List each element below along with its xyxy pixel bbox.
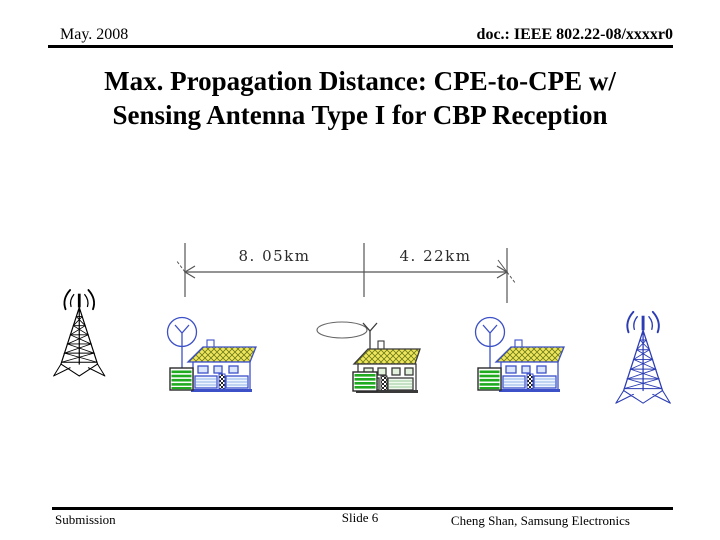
footer-rule [52, 507, 673, 510]
base-station-tower-right-icon [612, 307, 680, 408]
footer-author: Cheng Shan, Samsung Electronics [450, 513, 630, 528]
cpe-house-loop-antenna-left-icon [163, 316, 258, 396]
cpe-house-loop-antenna-right-icon [471, 316, 566, 396]
slide-title-line1: Max. Propagation Distance: CPE-to-CPE w/ [104, 66, 616, 96]
header-doc-id: doc.: IEEE 802.22-08/xxxxr0 [476, 26, 673, 43]
cpe-house-omni-antenna-middle-icon [316, 321, 421, 393]
slide-title: Max. Propagation Distance: CPE-to-CPE w/… [0, 64, 720, 132]
distance-label-left: 8. 05km [238, 247, 311, 265]
footer-submission: Submission [55, 512, 116, 527]
slide-title-line2: Sensing Antenna Type I for CBP Reception [112, 100, 608, 130]
base-station-tower-left-icon [50, 286, 114, 380]
distance-measure-arrow [175, 243, 517, 303]
distance-label-right: 4. 22km [399, 247, 472, 265]
footer-slide-number: Slide 6 [341, 510, 379, 525]
header-rule [48, 45, 673, 48]
header-date: May. 2008 [60, 26, 129, 43]
